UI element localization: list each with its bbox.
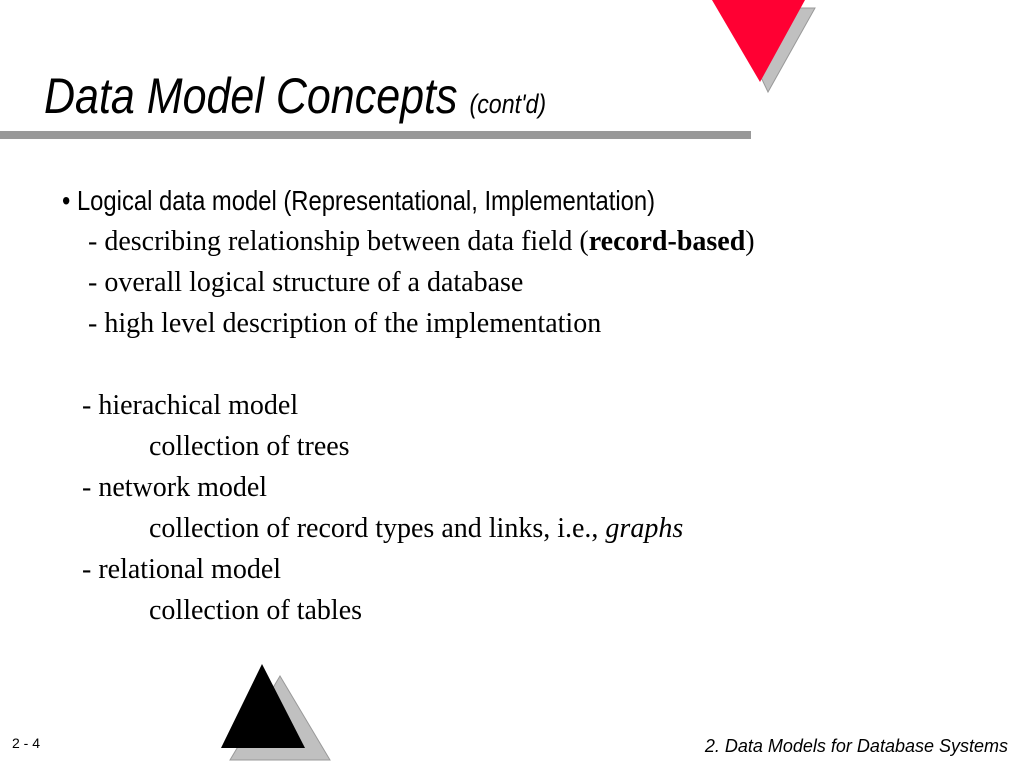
text-line-collection-record-types: collection of record types and links, i.… <box>149 509 683 549</box>
text-line-collection-trees: collection of trees <box>149 431 350 462</box>
text-line-describing-end: ) <box>745 226 755 257</box>
footer-course-title: 2. Data Models for Database Systems <box>704 736 1008 756</box>
text-line-hierachical-model: - hierachical model <box>82 390 299 421</box>
text-line-describing-start: - describing relationship between data f… <box>88 226 589 257</box>
top-triangle-red <box>712 0 805 82</box>
slide-title: Data Model Concepts (cont'd) <box>44 66 546 134</box>
bullet-heading: • Logical data model (Representational, … <box>62 185 656 216</box>
record-based-emphasis: record-based <box>588 226 746 257</box>
bottom-triangle-black <box>221 664 305 748</box>
text-line-collection-record-types-start: collection of record types and links, i.… <box>149 513 606 544</box>
text-line-relational-model: - relational model <box>82 554 282 585</box>
text-line-network-model: - network model <box>82 472 268 503</box>
text-line-high-level: - high level description of the implemen… <box>88 308 602 339</box>
slide-title-main: Data Model Concepts <box>44 68 458 124</box>
text-line-overall: - overall logical structure of a databas… <box>88 267 524 298</box>
title-divider <box>0 131 751 139</box>
slide-title-suffix: (cont'd) <box>469 89 547 119</box>
graphs-emphasis: graphs <box>605 513 684 544</box>
text-line-collection-tables: collection of tables <box>149 595 363 626</box>
page-number: 2 - 4 <box>12 735 41 751</box>
text-line-describing: - describing relationship between data f… <box>88 222 755 262</box>
